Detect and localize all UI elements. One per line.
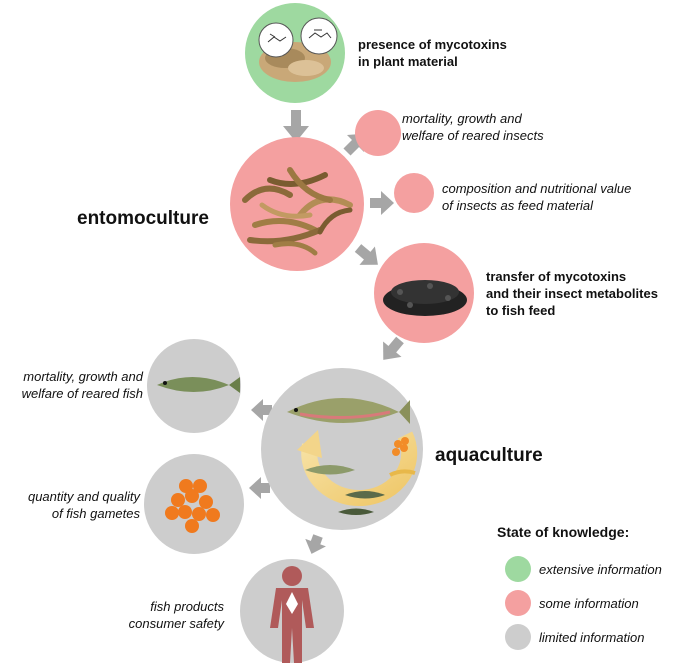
legend-swatch-limited [505,624,531,650]
legend-title: State of knowledge: [497,524,629,540]
arrow-to-consumer [301,532,328,557]
entomoculture-label: entomoculture [77,208,209,230]
insect-mortality-label: mortality, growth and welfare of reared … [402,110,544,144]
insect-composition-circle [394,173,434,213]
insect-composition-label: composition and nutritional value of ins… [442,180,631,214]
aquaculture-circle [261,368,423,530]
insect-mortality-circle [355,110,401,156]
arrow-to-gametes [249,477,270,499]
mycotoxin-transfer-label: transfer of mycotoxins and their insect … [486,268,658,319]
aquaculture-label: aquaculture [435,445,543,467]
legend-swatch-extensive [505,556,531,582]
gametes-circle [144,454,244,554]
consumer-safety-label: fish products consumer safety [90,598,224,632]
fish-gametes-label: quantity and quality of fish gametes [0,488,140,522]
molecule-structure-icon [259,23,293,57]
legend-swatch-some [505,590,531,616]
arrow-to-transfer [350,239,385,274]
plant-mycotoxins-label: presence of mycotoxins in plant material [358,36,507,70]
fish-mortality-label: mortality, growth and welfare of reared … [0,368,143,402]
legend-label-extensive: extensive information [539,562,662,577]
legend-label-some: some information [539,596,639,611]
arrow-to-composition [370,191,394,215]
legend-label-limited: limited information [539,630,645,645]
